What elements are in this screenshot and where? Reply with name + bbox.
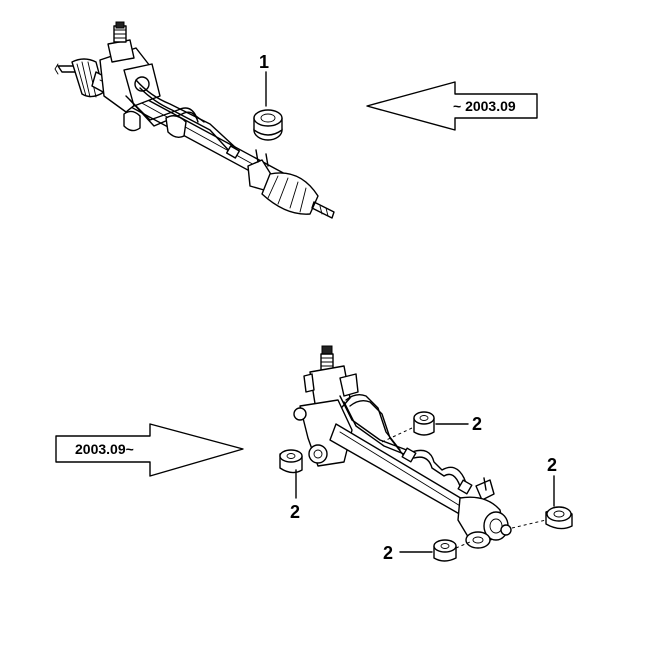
bottom-steering-rack	[293, 345, 512, 549]
arrow-left-indicator	[366, 81, 538, 131]
part-1-bushing	[253, 71, 283, 141]
callout-2-upper: 2	[472, 414, 482, 434]
arrow-left-label: ~ 2003.09	[453, 98, 516, 114]
part-2-bushing-right	[511, 475, 573, 530]
part-2-bushing-bottom	[399, 539, 471, 562]
callout-1: 1	[259, 52, 269, 72]
top-steering-rack	[54, 21, 335, 219]
callout-2-right: 2	[547, 455, 557, 475]
callout-2-bottom: 2	[383, 543, 393, 563]
arrow-right-label: 2003.09~	[75, 441, 134, 457]
arrow-right-indicator	[55, 423, 244, 477]
part-2-bushing-upper	[381, 411, 469, 443]
callout-2-left: 2	[290, 502, 300, 522]
part-2-bushing-left	[279, 449, 303, 499]
